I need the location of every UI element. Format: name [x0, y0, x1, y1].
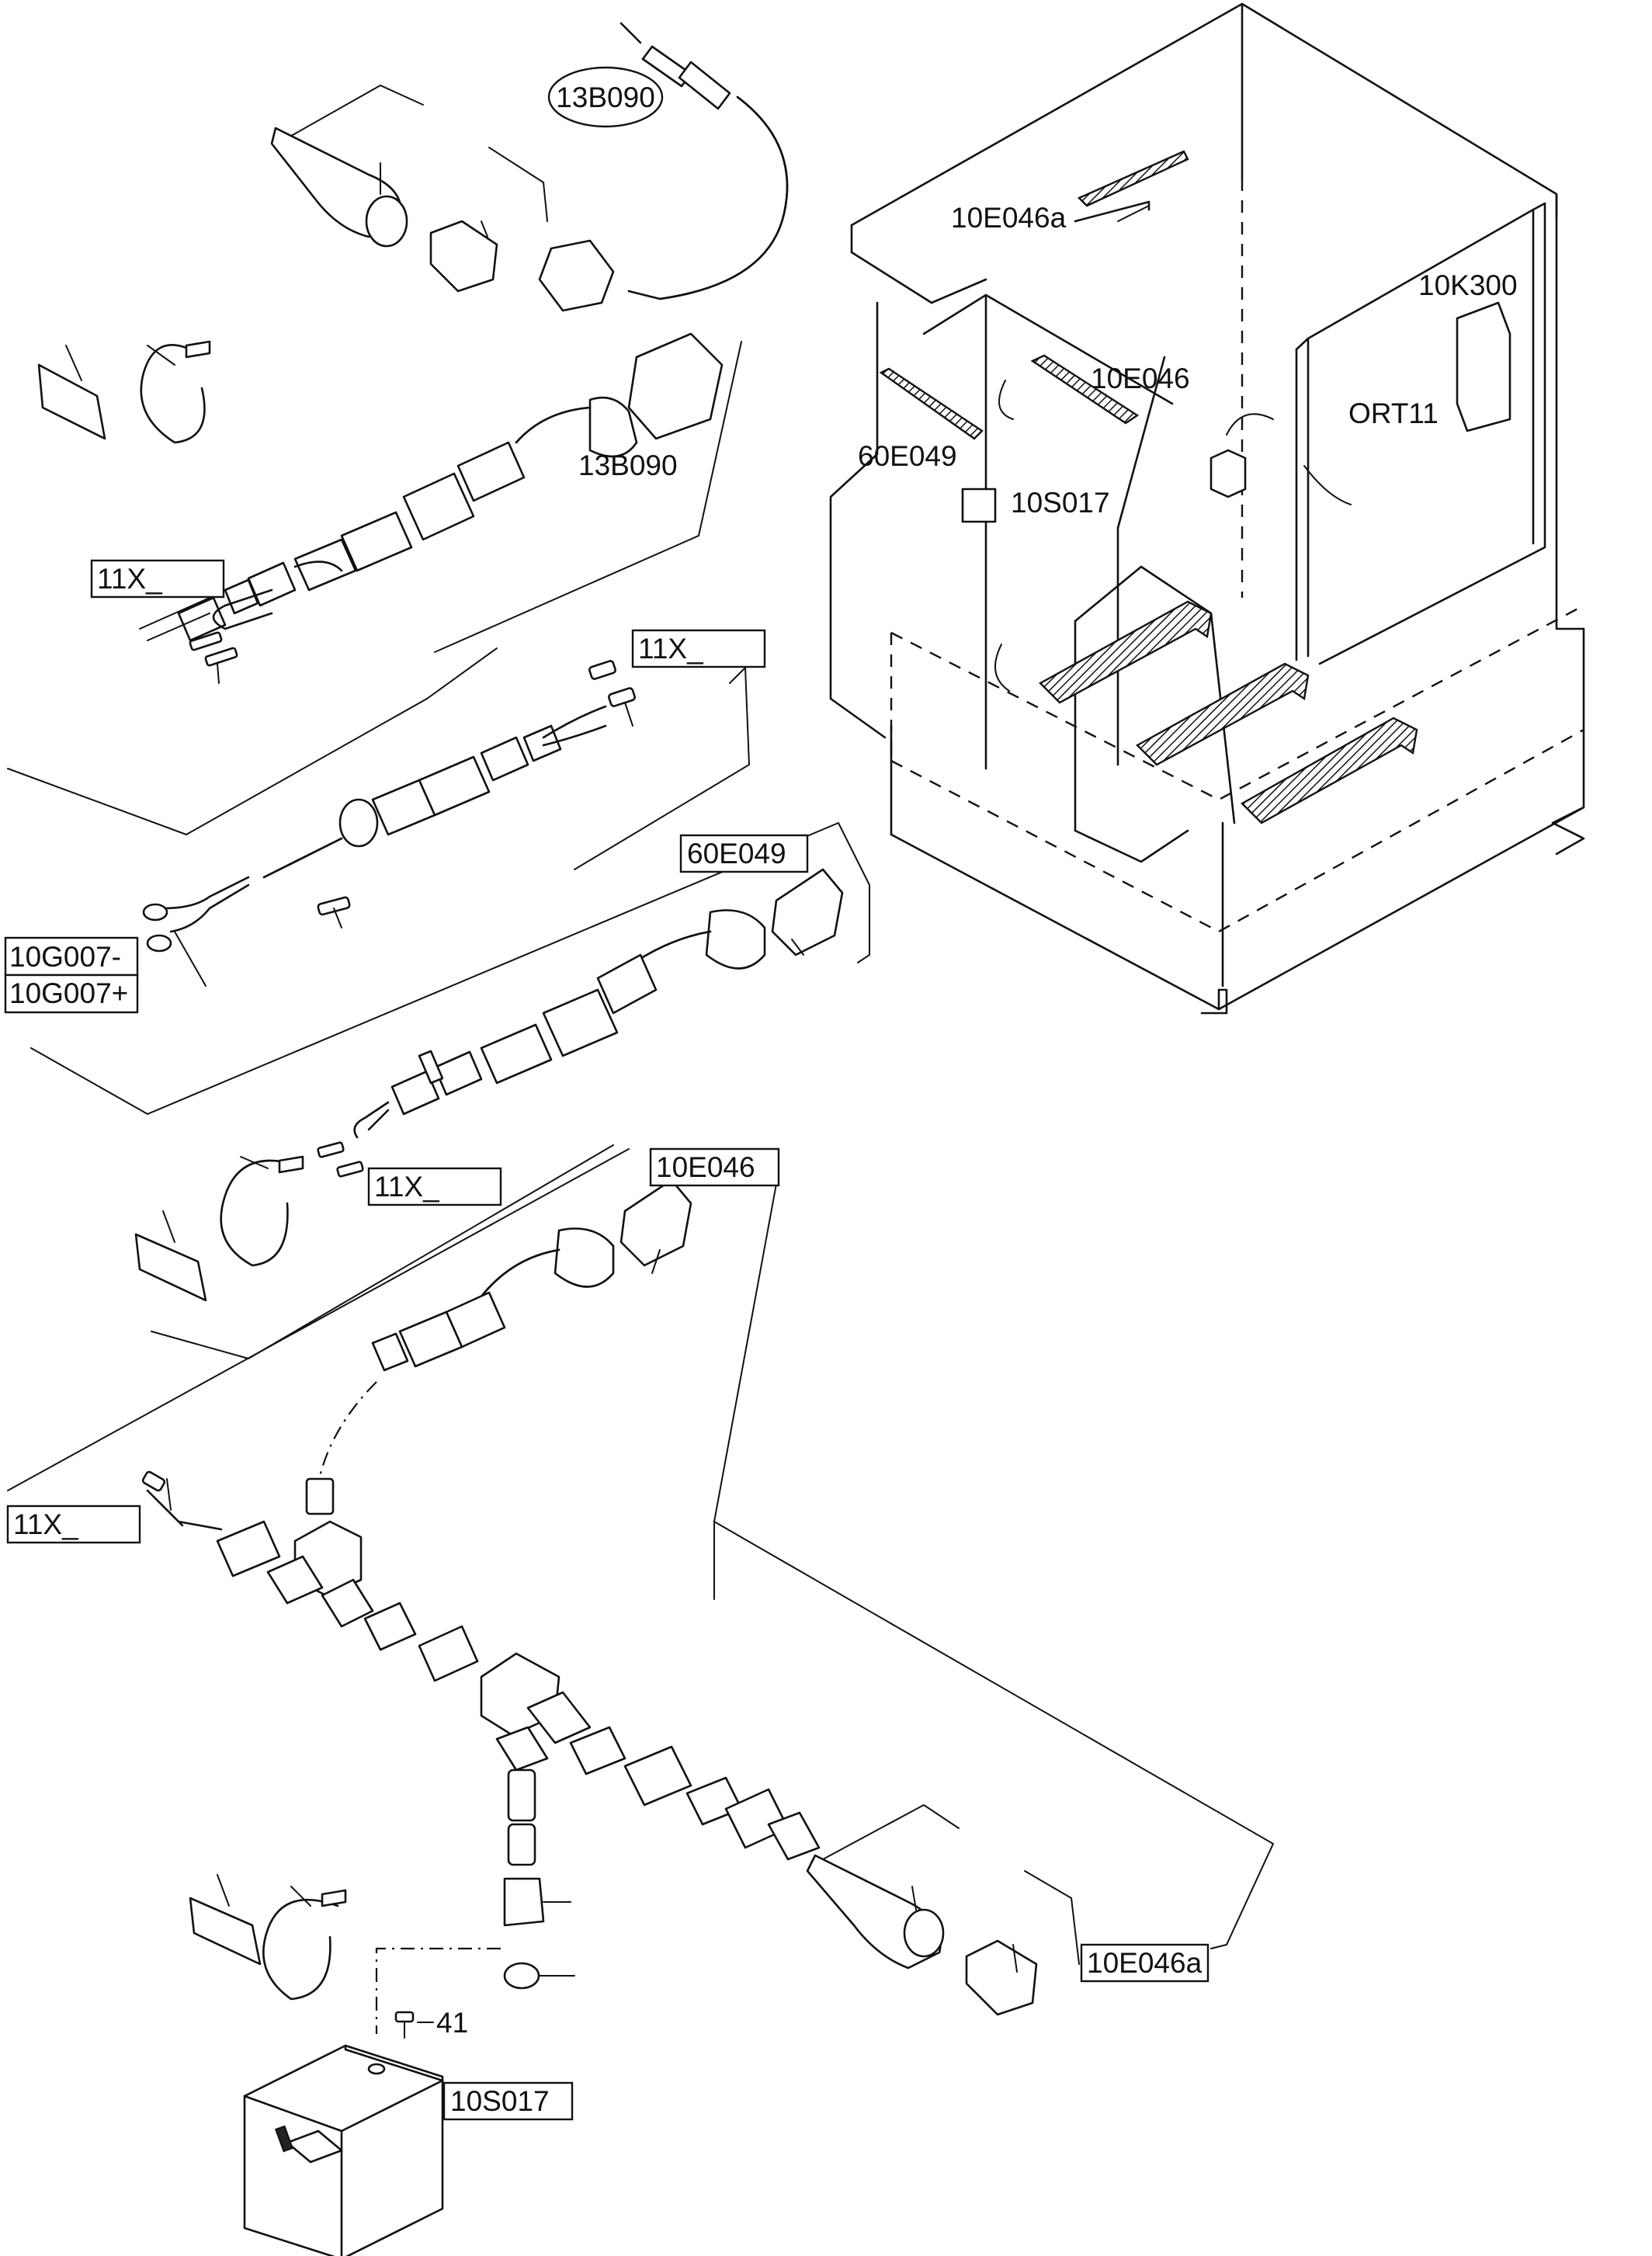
label-13b090-oval [547, 66, 664, 128]
cabinet-enclosure [829, 2, 1585, 1015]
label-10e046a-box [1080, 1943, 1210, 1983]
label-11x-b-box [631, 629, 766, 668]
label-11x-c: 11X_ [374, 1171, 439, 1203]
label-11x-b: 11X_ [638, 633, 703, 665]
harness-10g007 [7, 660, 870, 1116]
label-11x-c-box [367, 1167, 502, 1206]
label-cab-ort11: ORT11 [1348, 397, 1439, 429]
label-11x-d: 11X_ [13, 1508, 78, 1540]
label-screw-41: 41 [436, 2007, 468, 2039]
label-10e046: 10E046 [656, 1151, 755, 1183]
label-cab-60e049: 60E049 [858, 440, 957, 472]
label-11x-d-box [6, 1505, 141, 1544]
label-10s017: 10S017 [450, 2085, 550, 2117]
harness-13b090 [37, 22, 789, 699]
label-cab-10k300: 10K300 [1418, 269, 1518, 301]
label-cab-10s017: 10S017 [1011, 487, 1110, 519]
label-cab-10e046: 10E046 [1091, 363, 1190, 394]
label-13b090-oval-text: 13B090 [556, 82, 655, 113]
label-11x-a-box [90, 559, 225, 599]
label-10g007-minus-box [4, 936, 139, 977]
label-cab-10e046a: 10E046a [951, 202, 1067, 234]
label-60e049: 60E049 [687, 838, 786, 869]
label-10g007-minus: 10G007- [9, 941, 121, 973]
label-10g007-plus-box [4, 974, 139, 1014]
label-10e046-box [649, 1147, 780, 1187]
label-10s017-box [442, 2081, 574, 2121]
label-11x-a: 11X_ [97, 563, 162, 595]
label-13b090: 13B090 [578, 449, 678, 481]
part-labels: 13B090 13B090 11X_ 11X_ 10G007- 10G007+ … [4, 66, 1518, 2121]
label-60e049-box [679, 834, 809, 873]
harness-10e046 [7, 1148, 1275, 2256]
label-10g007-plus: 10G007+ [9, 977, 128, 1009]
label-10e046a: 10E046a [1087, 1947, 1203, 1979]
harness-60e049 [134, 868, 844, 1360]
